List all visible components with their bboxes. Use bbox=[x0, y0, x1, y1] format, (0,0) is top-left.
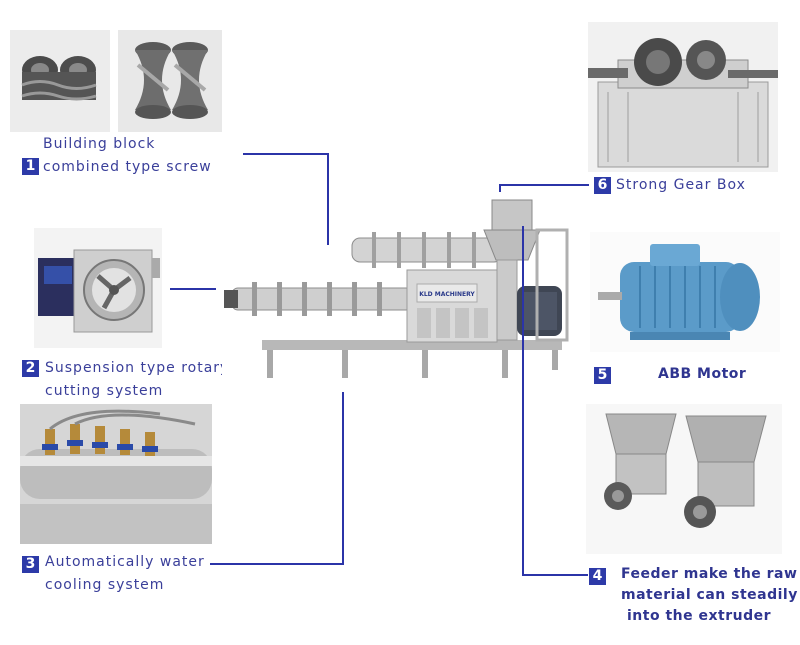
feature-3-line1: Automatically water bbox=[45, 554, 205, 570]
feature-2-line1: Suspension type rotary bbox=[45, 360, 230, 376]
feature-6-number: 6 bbox=[594, 177, 611, 194]
screw-elements-photo bbox=[10, 30, 110, 132]
connector-6-v bbox=[499, 184, 501, 192]
feature-1-line2: combined type screw bbox=[43, 159, 212, 175]
feature-1-number: 1 bbox=[22, 158, 39, 175]
extruder-machine-photo: KLD MACHINERY bbox=[222, 190, 574, 390]
rotary-cutter-photo bbox=[34, 228, 162, 348]
gear-box-photo bbox=[588, 22, 778, 172]
feature-4-line3: into the extruder bbox=[627, 608, 771, 624]
feature-4-line1: Feeder make the raw bbox=[621, 566, 798, 582]
feature-3-number: 3 bbox=[22, 556, 39, 573]
connector-1-h bbox=[243, 153, 328, 155]
feature-4-number: 4 bbox=[589, 568, 606, 585]
machine-brand-plate: KLD MACHINERY bbox=[419, 291, 475, 298]
feature-1-line1: Building block bbox=[43, 136, 156, 152]
connector-3-h bbox=[210, 563, 344, 565]
connector-1-v bbox=[327, 153, 329, 245]
screw-elements-photo-2 bbox=[118, 30, 222, 132]
feature-5-number: 5 bbox=[594, 367, 611, 384]
feature-5-line1: ABB Motor bbox=[658, 366, 747, 382]
feature-4-line2: material can steadily bbox=[621, 587, 798, 603]
feature-2-number: 2 bbox=[22, 360, 39, 377]
connector-2 bbox=[170, 288, 216, 290]
feature-2-line2: cutting system bbox=[45, 383, 164, 399]
connector-4-h bbox=[522, 574, 588, 576]
feature-6-line1: Strong Gear Box bbox=[616, 177, 746, 193]
water-cooling-photo bbox=[20, 404, 212, 544]
connector-3-v bbox=[342, 392, 344, 565]
connector-6-h bbox=[499, 184, 589, 186]
connector-4-v bbox=[522, 226, 524, 576]
feeder-photo bbox=[586, 404, 782, 554]
abb-motor-photo bbox=[590, 232, 780, 352]
feature-3-line2: cooling system bbox=[45, 577, 165, 593]
